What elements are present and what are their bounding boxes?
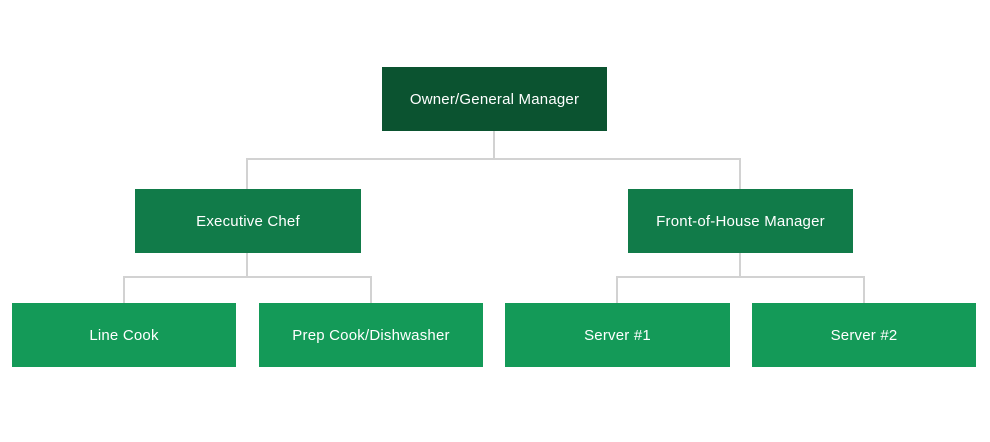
connector-chef-up (246, 158, 248, 189)
org-node-label: Executive Chef (196, 212, 300, 230)
org-node-label: Server #1 (584, 326, 651, 344)
org-node-server-1: Server #1 (505, 303, 730, 367)
connector-kitchen-horizontal (124, 276, 372, 278)
org-node-server-2: Server #2 (752, 303, 976, 367)
connector-prepcook-up (370, 276, 372, 303)
connector-linecook-up (123, 276, 125, 303)
org-node-owner-general-manager: Owner/General Manager (382, 67, 607, 131)
org-node-label: Prep Cook/Dishwasher (292, 326, 450, 344)
org-node-line-cook: Line Cook (12, 303, 236, 367)
org-node-label: Server #2 (830, 326, 898, 344)
org-node-label: Line Cook (89, 326, 159, 344)
org-node-front-of-house-manager: Front-of-House Manager (628, 189, 853, 253)
org-node-prep-cook-dishwasher: Prep Cook/Dishwasher (259, 303, 483, 367)
connector-server1-up (616, 276, 618, 303)
connector-foh-horizontal (617, 276, 865, 278)
connector-server2-up (863, 276, 865, 303)
org-node-executive-chef: Executive Chef (135, 189, 361, 253)
connector-foh-up (739, 158, 741, 189)
connector-level1-horizontal (247, 158, 741, 160)
connector-foh-down (739, 253, 741, 277)
connector-owner-down (493, 131, 495, 160)
org-node-label: Front-of-House Manager (656, 212, 825, 230)
org-node-label: Owner/General Manager (409, 90, 580, 108)
connector-chef-down (246, 253, 248, 277)
